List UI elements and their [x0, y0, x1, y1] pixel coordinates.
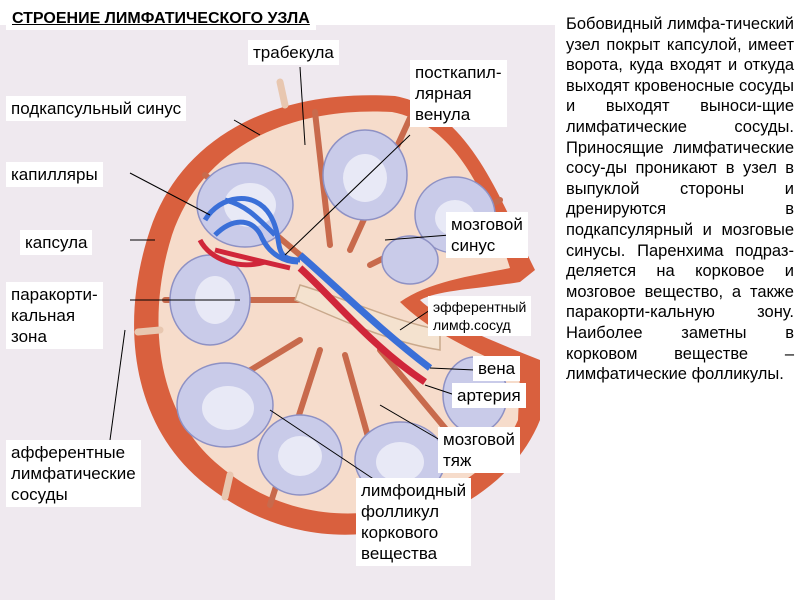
leader-lines	[109, 66, 476, 481]
diagram-title: СТРОЕНИЕ ЛИМФАТИЧЕСКОГО УЗЛА	[6, 8, 316, 30]
label-capsule: капсула	[20, 230, 93, 255]
vein-shape	[297, 252, 433, 371]
label-subcapsular-sinus: подкапсульный синус	[6, 96, 187, 121]
label-lymphoid-follicle: лимфоидный фолликул коркового вещества	[356, 478, 472, 566]
artery-shape	[297, 265, 427, 385]
label-paracortical-zone: паракорти- кальная зона	[6, 282, 103, 349]
capillary-network	[197, 196, 301, 271]
label-capillaries: капилляры	[6, 162, 103, 187]
description-text: Бобовидный лимфа-тический узел покрыт ка…	[566, 15, 794, 384]
label-efferent-vessel: эфферентный лимф.сосуд	[428, 296, 532, 336]
label-trabecula: трабекула	[248, 40, 339, 65]
label-afferent-vessels: афферентные лимфатические сосуды	[6, 440, 141, 507]
label-artery: артерия	[452, 383, 526, 408]
label-postcapillary-venule: посткапил- лярная венула	[410, 60, 507, 127]
afferent-vessels-shape	[134, 78, 289, 501]
label-medullary-cord: мозговой тяж	[438, 427, 520, 473]
label-medullary-sinus: мозговой синус	[446, 212, 528, 258]
label-vein: вена	[473, 356, 521, 381]
